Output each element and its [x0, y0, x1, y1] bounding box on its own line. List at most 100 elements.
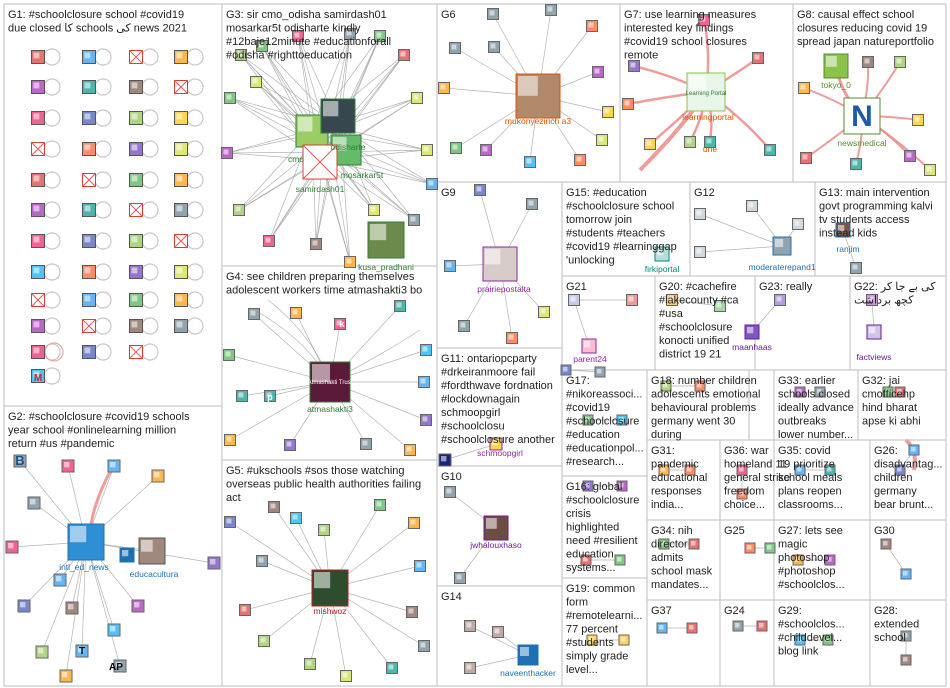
schmoopgirl-node: [489, 437, 503, 451]
node-label-odisharte: odisharte: [331, 142, 366, 152]
edge: [699, 213, 783, 247]
group-label-line: G26:: [874, 445, 898, 457]
group-label-line: school: [874, 632, 906, 644]
small-node: [880, 538, 892, 550]
g12-node: [792, 218, 804, 230]
g8-node: [912, 114, 924, 126]
group-label-line: #schoolclos...: [778, 579, 845, 591]
g1-node: [82, 345, 96, 359]
group-label-line: spread japan natureportfolio: [797, 36, 934, 48]
g7-node: [622, 98, 634, 110]
g12-node: [694, 208, 706, 220]
group-panel-g29: [773, 599, 871, 687]
group-label-line: #schoolclos...: [778, 619, 845, 631]
self-loop: [186, 78, 204, 96]
node-label-cmo-odisha: cmo: [288, 154, 304, 164]
g1-node: [31, 111, 45, 125]
self-loop: [141, 263, 159, 281]
self-loop: [43, 317, 61, 335]
group-label-line: responses: [651, 486, 702, 498]
g6-node: [524, 156, 536, 168]
group-label-line: general strike: [724, 472, 790, 484]
group-label-line: #schoolclosure school: [566, 201, 674, 213]
g4-node: [236, 390, 248, 402]
g1-node: [31, 173, 45, 187]
g1-node: [129, 203, 143, 217]
group-label-line: G12: [694, 187, 715, 199]
g1-node: [174, 80, 188, 94]
self-loop: [94, 317, 112, 335]
g22-node: [866, 294, 878, 306]
g20-node: [666, 294, 678, 306]
group-label-g11: G11: ontariopcparty#drkeiranmoore fail#f…: [441, 353, 555, 446]
naveenthacker-node: [517, 644, 539, 666]
small-node: [694, 380, 706, 392]
group-label-line: interested key findings: [624, 23, 734, 35]
g6-node: [438, 82, 450, 94]
g8-node: [850, 158, 862, 170]
group-panel-g37: [646, 599, 721, 687]
g1-node: [31, 50, 45, 64]
g2-node: [61, 459, 75, 473]
small-node: [594, 366, 606, 378]
group-label-line: G28:: [874, 605, 898, 617]
g8-node: [904, 150, 916, 162]
node-label-learningportal: learningportal: [682, 112, 734, 122]
group-label-g14: G14: [441, 591, 462, 603]
g12-node: [746, 200, 758, 212]
self-loop: [186, 48, 204, 66]
small-node: [824, 464, 836, 476]
g5-node: [239, 604, 251, 616]
group-label-g9: G9: [441, 187, 456, 199]
group-panel-g36: [719, 439, 775, 521]
node-label-prairiepostalta: prairiepostalta: [477, 284, 531, 294]
mukonyezirich-node: [515, 73, 561, 119]
g4-node: [394, 300, 406, 312]
g1-node: [174, 50, 188, 64]
g8-node: [800, 152, 812, 164]
group-label-line: G17:: [566, 375, 590, 387]
g1-node: [82, 142, 96, 156]
g5-node: [256, 555, 268, 567]
educacultura-node: [138, 537, 166, 565]
group-label-line: G31:: [651, 445, 675, 457]
node-label-moderaterepand1: moderaterepand1: [748, 262, 815, 272]
group-label-line: 19 prioritize: [778, 459, 835, 471]
self-loop: [141, 171, 159, 189]
group-label-line: disadvantag...: [874, 459, 943, 471]
g1-node: [82, 173, 96, 187]
edge: [85, 541, 121, 667]
node-label-kusa-pradhan: kusa_pradhani: [358, 262, 414, 272]
g3-node: [426, 178, 438, 190]
group-label-line: school meals: [778, 472, 843, 484]
small-node: [900, 630, 912, 642]
g9-node: [506, 332, 518, 344]
self-loop: [141, 232, 159, 250]
logo-text-k-logo: k: [339, 319, 345, 329]
g1-node: [82, 80, 96, 94]
g2-node: [53, 573, 67, 587]
g4-node: [290, 307, 302, 319]
g2-node: [207, 556, 221, 570]
group-label-line: #schoolclosure: [566, 416, 639, 428]
group-label-line: G32: jai: [862, 375, 900, 387]
group-label-line: admits: [651, 552, 684, 564]
edge: [89, 467, 114, 525]
self-loop: [94, 171, 112, 189]
g4-node: [360, 438, 372, 450]
intl-ed-news-node: [67, 523, 105, 561]
g4-node: [284, 439, 296, 451]
g3-node: [310, 238, 322, 250]
g11-node: [438, 453, 452, 467]
logo-text-m-logo: M: [34, 373, 42, 384]
g1-node: [31, 142, 45, 156]
node-label-firkiportal: firkiportal: [645, 264, 680, 274]
group-label-line: india...: [651, 499, 683, 511]
self-loop: [94, 140, 112, 158]
group-label-line: G16: global: [566, 481, 622, 493]
small-node: [686, 622, 698, 634]
